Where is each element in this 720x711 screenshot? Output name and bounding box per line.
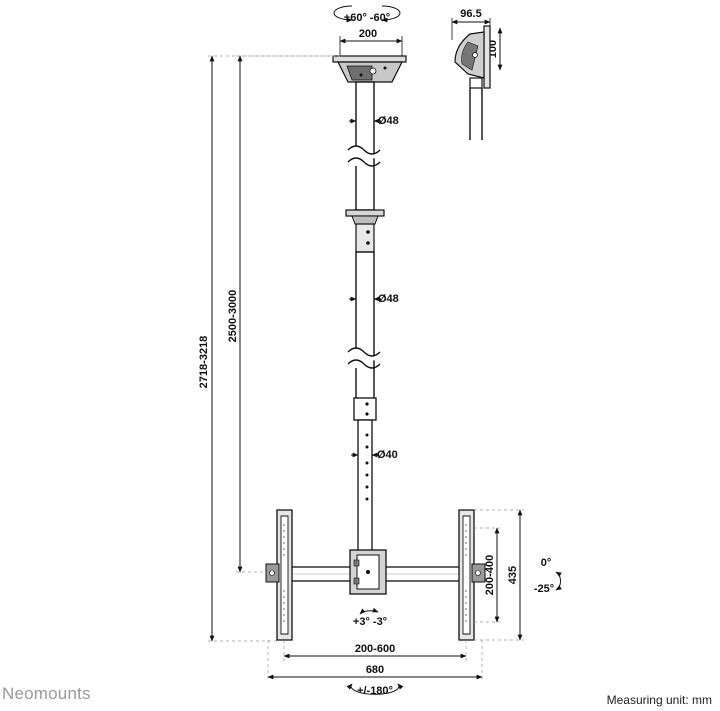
lower-tube-diameter-label: Ø40 bbox=[377, 449, 398, 461]
side-view-bracket: 96.5 100 bbox=[451, 8, 503, 140]
horizontal-crossbar bbox=[279, 549, 465, 595]
tube-collar bbox=[345, 209, 385, 253]
upper-tube-diameter-label: Ø48 bbox=[378, 115, 399, 127]
swivel-callout: +/-180° bbox=[346, 683, 404, 697]
right-vesa-arm bbox=[458, 509, 486, 641]
bracket-width-label: 680 bbox=[366, 664, 384, 676]
vesa-horizontal-label: 200-600 bbox=[355, 643, 395, 655]
ceiling-to-center-label: 2500-3000 bbox=[227, 290, 239, 343]
horizontal-dimensions: 200-600 680 bbox=[267, 640, 483, 681]
left-vesa-arm bbox=[265, 509, 293, 641]
top-rotation-label: +60° -60° bbox=[344, 12, 390, 24]
vesa-vertical-label: 200-400 bbox=[484, 555, 496, 595]
tilt-negative-label: -25° bbox=[534, 583, 554, 595]
bracket-height-label: 435 bbox=[507, 566, 519, 584]
middle-tube: Ø48 bbox=[347, 251, 399, 421]
side-width-label: 96.5 bbox=[460, 8, 481, 20]
height-dimensions: 2718-3218 2500-3000 bbox=[198, 55, 340, 642]
total-height-label: 2718-3218 bbox=[198, 336, 210, 389]
tilt-callout: 0° -25° bbox=[534, 557, 562, 595]
swivel-label: +/-180° bbox=[357, 685, 393, 697]
measuring-unit-note: Measuring unit: mm bbox=[606, 693, 712, 707]
middle-tube-diameter-label: Ø48 bbox=[378, 293, 399, 305]
top-rotation-callout: +60° -60° bbox=[333, 5, 401, 24]
upper-tube: Ø48 bbox=[347, 81, 399, 211]
plate-width-label: 200 bbox=[359, 28, 377, 40]
roll-label: +3° -3° bbox=[353, 616, 387, 628]
lower-tube: Ø40 bbox=[351, 419, 398, 553]
tilt-label: 0° bbox=[541, 557, 552, 569]
roll-callout: +3° -3° bbox=[353, 607, 387, 628]
ceiling-plate: 200 bbox=[332, 28, 407, 83]
brand-logo: Neomounts bbox=[2, 684, 91, 703]
